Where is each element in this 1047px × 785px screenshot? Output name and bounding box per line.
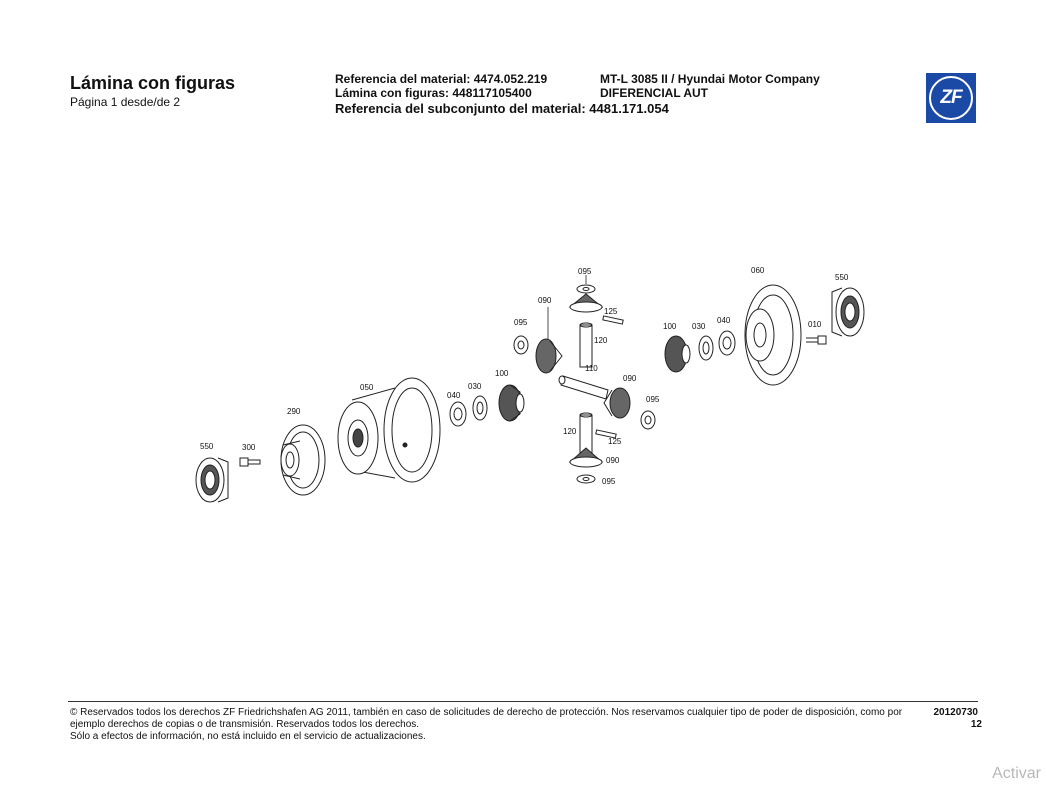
shaft-120-upper: [579, 322, 593, 368]
footer-divider: [68, 701, 978, 702]
zf-logo-text: ZF: [929, 76, 973, 120]
label-110: 110: [585, 364, 598, 373]
washer-095-upper: [576, 284, 596, 294]
label-290: 290: [287, 407, 301, 416]
label-120-upper: 120: [594, 336, 608, 345]
bolt-300: [239, 457, 261, 467]
bearing-550-left: [195, 457, 229, 503]
label-125-upper: 125: [604, 307, 618, 316]
part-labels: 550 300 290 050 040 030 100 095 090 095 …: [200, 266, 849, 486]
model-name: MT-L 3085 II / Hyundai Motor Company: [600, 72, 820, 86]
pin-125-upper: [602, 315, 624, 325]
pin-125-lower: [595, 429, 617, 439]
washer-095-lower: [576, 474, 596, 484]
pinion-gear-090-left: [535, 338, 563, 374]
figure-sheet-reference: Lámina con figuras: 448117105400: [335, 86, 532, 100]
label-030-left: 030: [468, 382, 482, 391]
cross-shaft-110: [558, 375, 609, 400]
bearing-550-right: [831, 287, 865, 337]
pinion-gear-090-lower: [568, 447, 604, 468]
label-030-right: 030: [692, 322, 706, 331]
label-095-right: 095: [646, 395, 660, 404]
label-095-lower: 095: [602, 477, 616, 486]
label-550-left: 550: [200, 442, 214, 451]
footer-page-number: 12: [970, 719, 982, 730]
activation-watermark: Activar: [992, 765, 1041, 782]
label-060: 060: [751, 266, 765, 275]
page-info: Página 1 desde/de 2: [70, 95, 181, 109]
bolt-010: [806, 335, 827, 345]
label-090-lower: 090: [606, 456, 620, 465]
washer-040-left: [449, 401, 467, 427]
label-010: 010: [808, 320, 822, 329]
washer-030-left: [472, 395, 488, 421]
washer-030-right: [698, 335, 714, 361]
label-550-right: 550: [835, 273, 849, 282]
washer-095-left: [513, 335, 529, 355]
exploded-diagram: 550 300 290 050 040 030 100 095 090 095 …: [195, 266, 865, 503]
zf-logo: ZF: [926, 73, 976, 123]
label-090-right: 090: [623, 374, 637, 383]
washer-040-right: [718, 330, 736, 356]
label-120-lower: 120: [563, 427, 577, 436]
label-300: 300: [242, 443, 256, 452]
label-100-right: 100: [663, 322, 677, 331]
subassembly-reference: Referencia del subconjunto del material:…: [335, 101, 669, 116]
label-050: 050: [360, 383, 374, 392]
footer-date: 20120730: [933, 707, 979, 718]
label-095-left: 095: [514, 318, 528, 327]
flange-290: [280, 424, 326, 496]
ring-gear-060: [744, 284, 802, 386]
assembly-name: DIFERENCIAL AUT: [600, 86, 708, 100]
material-reference: Referencia del material: 4474.052.219: [335, 72, 548, 86]
label-125-lower: 125: [608, 437, 622, 446]
label-040-left: 040: [447, 391, 461, 400]
label-095-upper: 095: [578, 267, 592, 276]
label-090-upper: 090: [538, 296, 552, 305]
washer-095-right: [640, 410, 656, 430]
side-gear-100-left: [498, 384, 525, 422]
pinion-gear-090-upper: [568, 293, 604, 313]
label-100-left: 100: [495, 369, 509, 378]
footer-info-line: Sólo a efectos de información, no está i…: [70, 731, 426, 742]
page-title: Lámina con figuras: [70, 73, 236, 93]
pinion-gear-090-right: [603, 387, 631, 419]
footer-copyright-line1: © Reservados todos los derechos ZF Fried…: [70, 707, 903, 718]
footer-copyright-line2: ejemplo derechos de copias o de transmis…: [70, 719, 420, 730]
label-040-right: 040: [717, 316, 731, 325]
side-gear-100-right: [664, 335, 691, 373]
housing-050: [337, 377, 441, 483]
